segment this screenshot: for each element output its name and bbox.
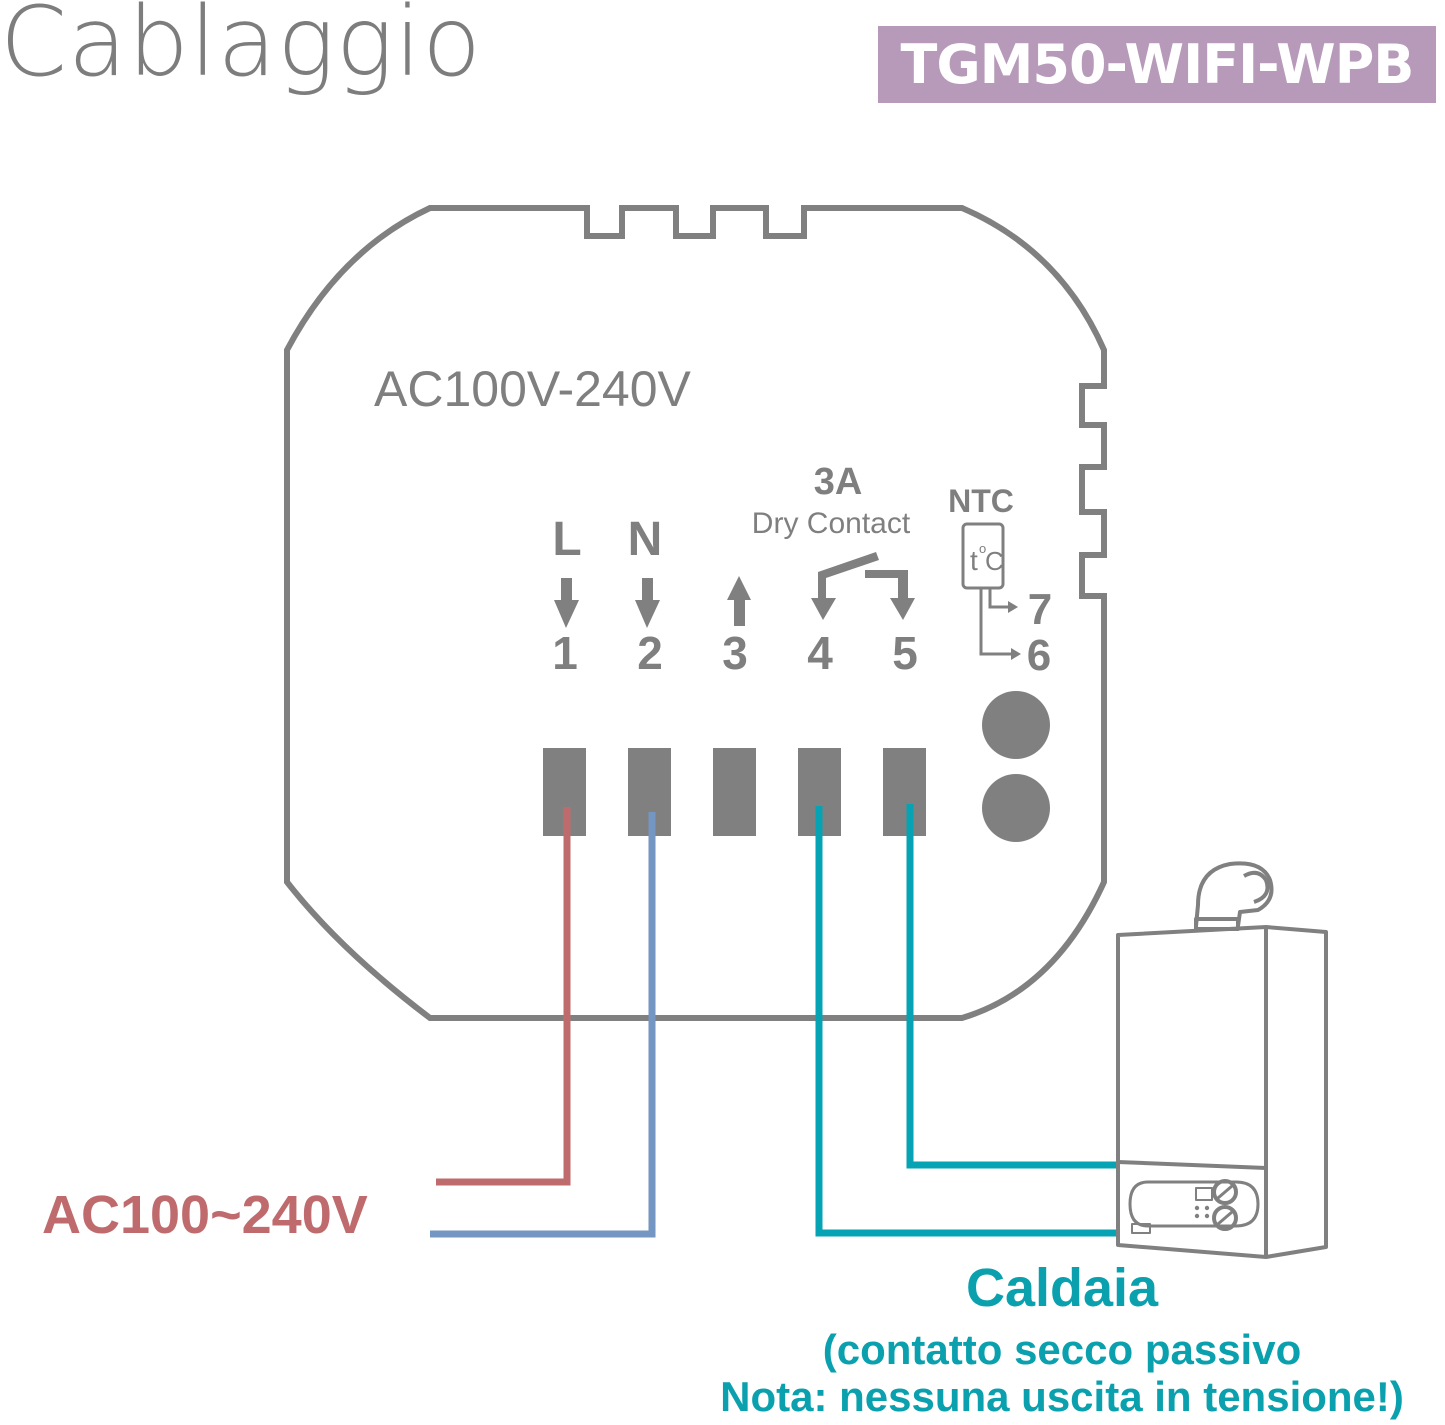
relay-switch-icon [811,552,915,620]
terminal-5-number: 5 [892,627,918,679]
ntc-arrow-7-icon [1008,601,1018,613]
neutral-wire [430,812,656,1238]
boiler-note-line2: Nota: nessuna uscita in tensione!) [720,1373,1404,1420]
ntc-arrow-6-icon [1011,648,1021,660]
boiler-wire-5 [906,804,1118,1169]
relay-rating-label: 3A [814,461,863,503]
arrow-down-icon [554,578,579,628]
terminal-block-5 [883,748,926,836]
ntc-symbol-c: C [985,546,1004,576]
arrow-up-icon [727,576,751,626]
ntc-sensor-icon [961,522,1005,590]
sensor-terminal-7 [982,691,1050,759]
terminal-4-number: 4 [807,627,833,679]
boiler-wire-4 [815,806,1118,1237]
terminal-6-number: 6 [1027,631,1051,680]
arrow-down-icon [635,578,660,628]
ntc-symbol-t: t [970,545,978,576]
terminal-7-number: 7 [1028,585,1052,634]
boiler-panel-dots [1194,1205,1210,1219]
ntc-lead-lines [979,588,1013,656]
ntc-symbol-degree: o [979,541,986,556]
terminal-1-label-L: L [552,513,581,566]
device-outline [284,205,1107,1021]
terminal-block-3 [713,748,756,836]
sensor-terminal-6 [982,774,1050,842]
boiler-title: Caldaia [966,1258,1159,1318]
device-voltage-label: AC100V-240V [374,361,692,417]
relay-type-label: Dry Contact [752,507,911,540]
model-badge: TGM50-WIFI-WPB [878,26,1436,103]
power-supply-label: AC100~240V [42,1185,368,1245]
ntc-label: NTC [948,483,1014,519]
boiler-note-line1: (contatto secco passivo [823,1326,1301,1373]
terminal-2-label-N: N [628,513,663,566]
boiler-icon [1116,861,1328,1259]
page-title: Cablaggio [0,0,482,98]
terminal-1-number: 1 [552,627,578,679]
live-wire [436,807,571,1186]
terminal-2-number: 2 [637,627,663,679]
terminal-3-number: 3 [722,627,748,679]
